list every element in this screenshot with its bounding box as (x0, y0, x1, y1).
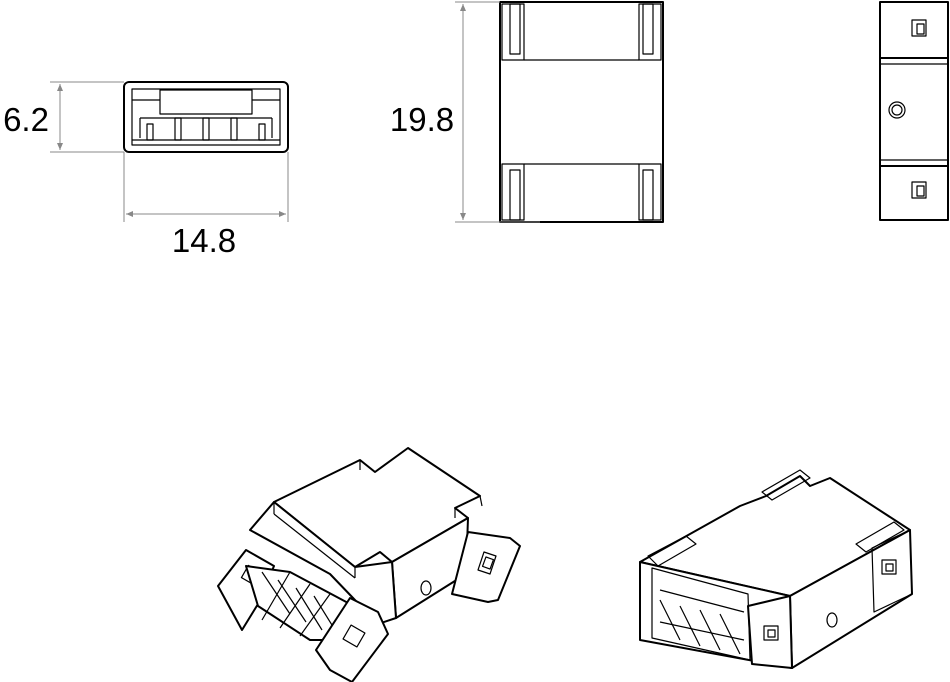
dimension-width: 14.8 (123, 152, 289, 259)
width-dimension-label: 14.8 (172, 222, 236, 259)
height-dimension-label: 6.2 (3, 101, 49, 138)
side-view (879, 1, 949, 221)
length-dimension-label: 19.8 (390, 101, 454, 138)
isometric-closed-view (639, 469, 913, 669)
top-view (499, 1, 664, 223)
front-view (123, 81, 289, 153)
dimension-length: 19.8 (390, 1, 540, 223)
dimension-height: 6.2 (3, 81, 124, 153)
isometric-open-view (217, 447, 521, 682)
